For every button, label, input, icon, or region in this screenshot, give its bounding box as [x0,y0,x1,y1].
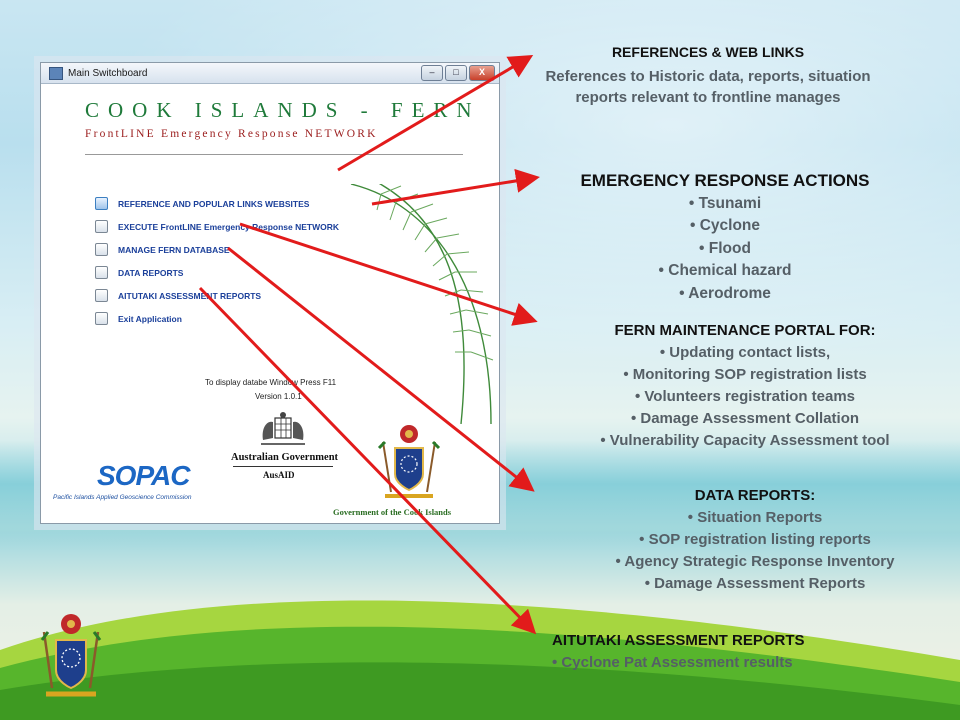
menu-button-icon[interactable] [95,312,108,325]
annotation-bullet: Tsunami [520,193,930,216]
arrow-to-emergency [371,169,540,206]
sopac-logo: SOPAC [97,460,190,491]
annotation-heading: REFERENCES & WEB LINKS [611,44,805,60]
app-subtitle: FrontLINE Emergency Response NETWORK [85,128,378,140]
arrow-to-data-reports [227,246,535,492]
hint-text: To display databe Window Press F11 [205,378,337,387]
background-ground [0,600,960,720]
annotation-bullet: Cyclone Pat Assessment results [552,652,882,674]
window-body: COOK ISLANDS - FERN FrontLINE Emergency … [41,84,499,522]
arrow-to-fern-portal [239,222,538,326]
app-icon [49,66,63,80]
annotation-bullet: Cyclone [520,215,930,238]
maximize-button[interactable]: □ [445,65,467,81]
switchboard-menu: REFERENCE AND POPULAR LINKS WEBSITES EXE… [95,192,339,330]
australian-government-text: Australian Government [231,452,339,463]
ausaid-text: AusAID [263,470,295,480]
menu-button-icon[interactable] [95,289,108,302]
annotation-bullet: Damage Assessment Collation [515,408,960,430]
annotation-bullet: Monitoring SOP registration lists [515,364,960,386]
close-button[interactable]: X [469,65,495,81]
title-divider [85,154,463,155]
app-title: COOK ISLANDS - FERN [85,98,481,122]
annotation-heading: FERN MAINTENANCE PORTAL FOR: [614,322,876,339]
annotation-data-reports: DATA REPORTS: Situation Reports SOP regi… [555,485,955,595]
menu-item-reference-links[interactable]: REFERENCE AND POPULAR LINKS WEBSITES [95,192,339,215]
menu-label: MANAGE FERN DATABASE [118,244,230,255]
sopac-subtitle: Pacific Islands Applied Geoscience Commi… [53,494,192,501]
window-title: Main Switchboard [68,67,148,79]
annotation-heading: DATA REPORTS: [694,487,816,504]
annotation-heading: AITUTAKI ASSESSMENT REPORTS [552,632,805,649]
main-switchboard-window: Main Switchboard – □ X COOK ISLANDS - FE… [40,62,500,524]
australian-government-divider [233,466,333,467]
annotation-heading: EMERGENCY RESPONSE ACTIONS [580,171,870,190]
annotation-bullet: Aerodrome [520,283,930,306]
version-text: Version 1.0.1 [255,392,302,401]
annotation-bullet: Chemical hazard [520,260,930,283]
cook-islands-government-text: Government of the Cook Islands [333,507,452,517]
window-titlebar[interactable]: Main Switchboard – □ X [41,63,499,84]
annotation-bullet: SOP registration listing reports [555,529,955,551]
menu-item-execute-fern[interactable]: EXECUTE FrontLINE Emergency Response NET… [95,215,339,238]
menu-button-icon[interactable] [95,243,108,256]
annotation-bullet: Flood [520,238,930,261]
menu-button-icon[interactable] [95,197,108,210]
arrow-to-aitutaki [198,286,537,635]
menu-label: Exit Application [118,313,182,324]
australian-crest-icon [261,412,305,445]
menu-item-aitutaki-reports[interactable]: AITUTAKI ASSESSMENT REPORTS [95,284,339,307]
annotation-references: REFERENCES & WEB LINKS References to His… [528,42,888,108]
annotation-bullet: Updating contact lists, [515,342,960,364]
annotation-aitutaki: AITUTAKI ASSESSMENT REPORTS Cyclone Pat … [552,630,882,674]
minimize-button[interactable]: – [421,65,443,81]
cook-islands-crest-icon [377,425,441,498]
annotation-bullet: Damage Assessment Reports [555,573,955,595]
annotation-bullet: Volunteers registration teams [515,386,960,408]
menu-label: DATA REPORTS [118,267,184,278]
menu-label: AITUTAKI ASSESSMENT REPORTS [118,290,262,301]
annotation-text: References to Historic data, reports, si… [545,68,871,106]
annotation-bullet: Agency Strategic Response Inventory [555,551,955,573]
annotation-emergency-actions: EMERGENCY RESPONSE ACTIONS Tsunami Cyclo… [520,170,930,305]
window-controls: – □ X [421,65,495,81]
menu-label: EXECUTE FrontLINE Emergency Response NET… [118,221,340,232]
arrow-to-references [337,54,534,172]
menu-button-icon[interactable] [95,220,108,233]
annotation-bullet: Vulnerability Capacity Assessment tool [515,430,960,452]
menu-button-icon[interactable] [95,266,108,279]
menu-item-manage-database[interactable]: MANAGE FERN DATABASE [95,238,339,261]
cook-islands-coat-of-arms-icon [40,614,102,697]
menu-item-exit[interactable]: Exit Application [95,307,339,330]
menu-item-data-reports[interactable]: DATA REPORTS [95,261,339,284]
annotation-fern-portal: FERN MAINTENANCE PORTAL FOR: Updating co… [515,320,960,452]
menu-label: REFERENCE AND POPULAR LINKS WEBSITES [118,198,310,209]
annotation-bullet: Situation Reports [555,507,955,529]
